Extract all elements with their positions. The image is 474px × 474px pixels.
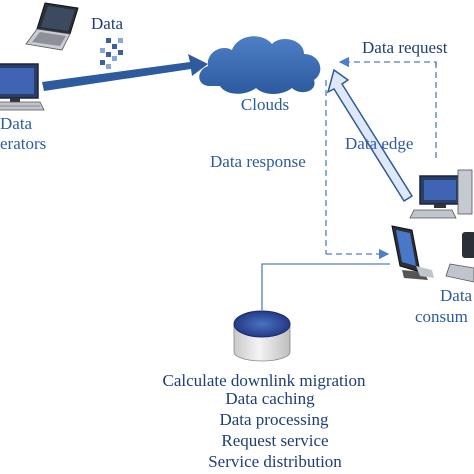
consumers-label-line1: Data (440, 286, 473, 305)
generators-label-line1: Data (0, 114, 33, 133)
cloud-icon (199, 36, 321, 94)
monitor-icon (391, 225, 434, 280)
data-response-label: Data response (210, 152, 306, 171)
data-tag-label: Data (91, 14, 124, 33)
dashed-paths (325, 56, 437, 260)
data-pixel-icon (100, 38, 123, 69)
service-item: Data processing (219, 410, 329, 429)
service-item: Request service (221, 431, 329, 450)
service-item: Service distribution (208, 452, 342, 471)
clouds-label: Clouds (240, 95, 290, 114)
desktop-computer-consumer-icon (409, 169, 473, 219)
service-item: Calculate downlink migration (162, 371, 366, 390)
database-icon (233, 263, 390, 362)
consumers-label-line2: consum (415, 307, 468, 326)
desktop-computer-generator-icon (0, 63, 45, 111)
laptop-icon (25, 2, 79, 51)
upload-arrow (42, 54, 208, 91)
generators-label-line2: erators (0, 134, 47, 153)
phone-icon (445, 232, 474, 283)
data-edge-label: Data edge (345, 134, 414, 153)
data-edge-arrow (326, 68, 414, 203)
service-item: Data caching (225, 389, 315, 408)
data-request-label: Data request (362, 38, 448, 57)
